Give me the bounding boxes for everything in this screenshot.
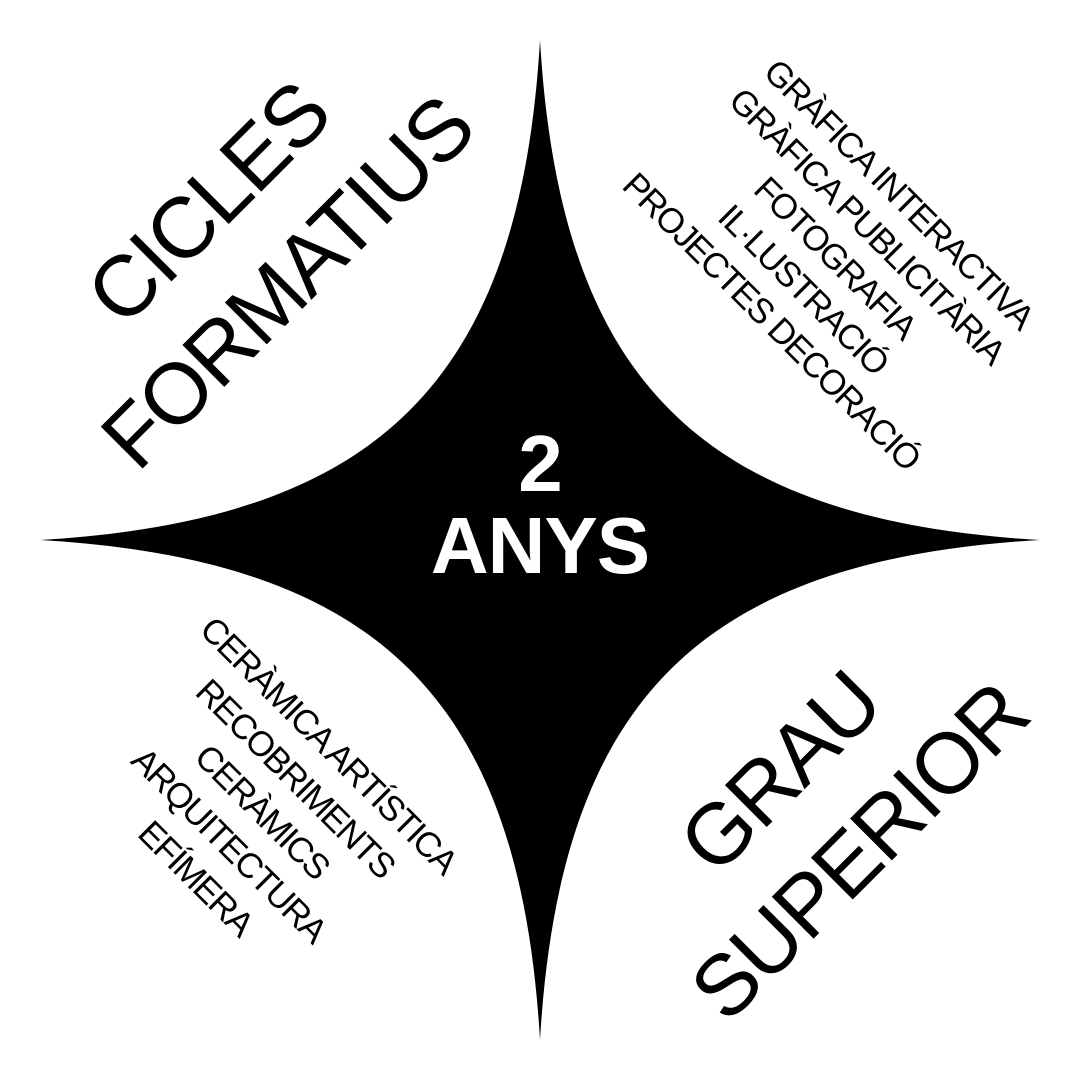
duration-number: 2 [518,419,563,508]
duration-unit: ANYS [430,501,650,590]
duration-label: 2 ANYS [430,419,650,590]
